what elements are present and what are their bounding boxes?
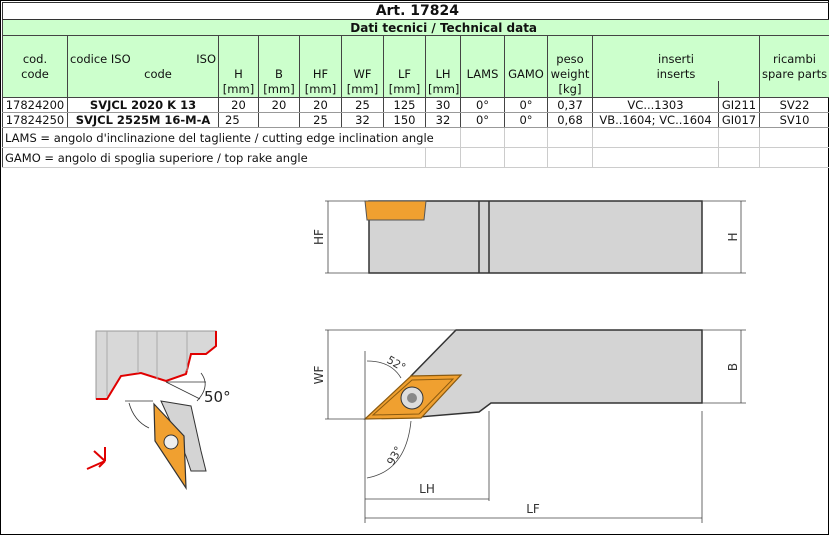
label-LH: LH [419,482,435,496]
insert-side [365,201,426,220]
side-view: HF H [312,201,746,273]
detail-view: 50° [87,331,231,488]
label-H: H [726,232,740,241]
label-HF: HF [312,229,326,245]
label-angle-52: 52° [385,353,408,374]
axes-icon [87,447,105,469]
label-B: B [726,363,740,371]
label-LF: LF [526,502,540,516]
label-WF: WF [312,366,326,385]
label-angle-93: 93° [384,444,405,467]
top-view: WF B LH LF 52° 93° [312,330,746,523]
label-angle-50: 50° [204,388,231,406]
